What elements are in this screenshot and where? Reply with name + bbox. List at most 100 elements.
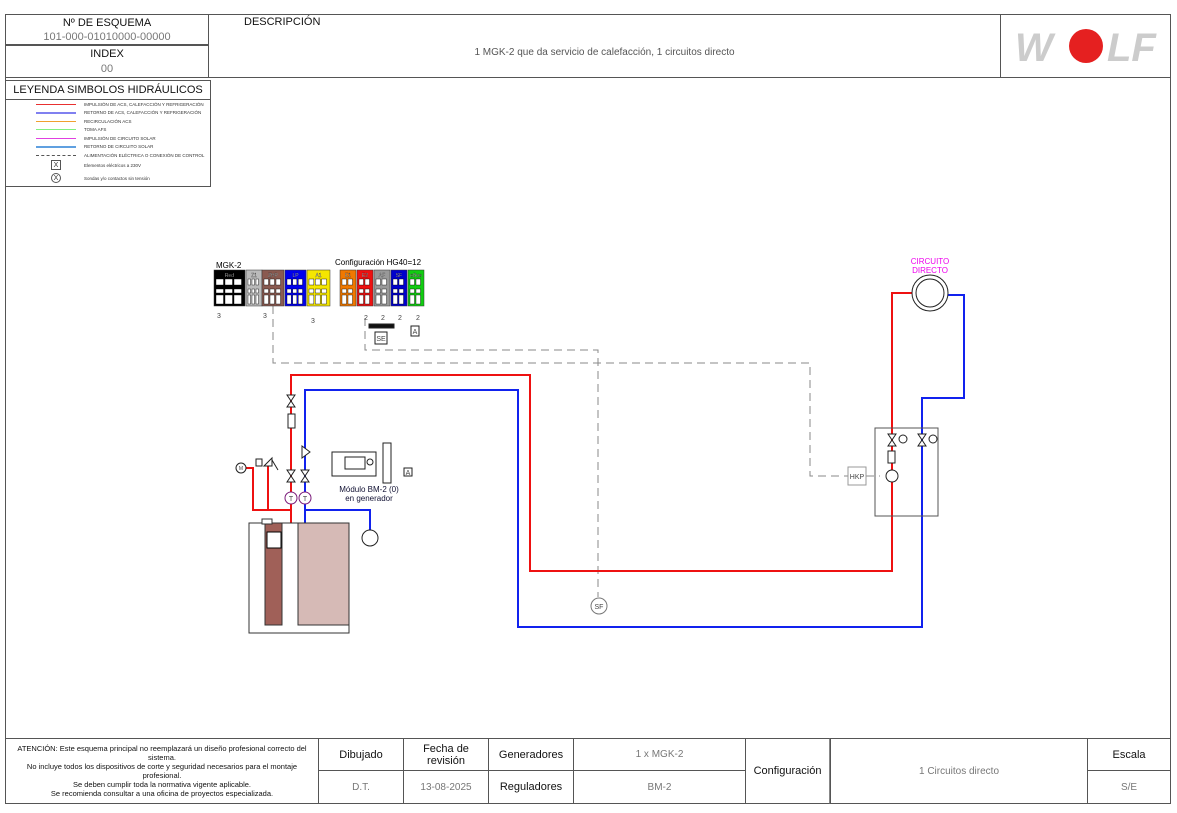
strainer-icon bbox=[301, 445, 311, 459]
valve-icon bbox=[917, 433, 927, 447]
pump-icon bbox=[885, 469, 899, 483]
wire-count: 3 bbox=[311, 318, 315, 325]
mgk-label: MGK-2 bbox=[216, 261, 242, 270]
regulators-label: Reguladores bbox=[488, 770, 574, 804]
regulators-value: BM-2 bbox=[573, 770, 746, 804]
thermometer-icon bbox=[284, 491, 298, 505]
a-label: A bbox=[413, 329, 418, 336]
scale-label: Escala bbox=[1087, 738, 1171, 771]
se-box bbox=[374, 331, 388, 345]
circle-x-icon: X bbox=[51, 173, 61, 183]
legend-item: RETORNO DE ACS, CALEFACCIÓN Y REFRIGERAC… bbox=[36, 110, 201, 115]
thermometer-icon bbox=[928, 434, 938, 444]
legend-title: LEYENDA SIMBOLOS HIDRÁULICOS bbox=[6, 81, 210, 100]
svg-text:A1: A1 bbox=[315, 273, 321, 279]
notice-line: Se deben cumplir toda la normativa vigen… bbox=[72, 780, 252, 789]
expansion-vessel-icon bbox=[361, 529, 379, 547]
a-label: A bbox=[406, 470, 411, 477]
generators-label: Generadores bbox=[488, 738, 574, 771]
terminal-block-sf: SF bbox=[390, 269, 408, 307]
circuit-label: DIRECTO bbox=[912, 266, 948, 275]
terminal-block-af: AF bbox=[373, 269, 391, 307]
legend-item: TOMA AFS bbox=[36, 127, 106, 132]
wire-count: 2 bbox=[416, 315, 420, 322]
svg-text:LF: LF bbox=[1107, 26, 1157, 67]
pump-group-box bbox=[874, 427, 939, 517]
a-box bbox=[403, 467, 413, 477]
config-label: Configuración bbox=[745, 738, 831, 804]
se-label: SE bbox=[376, 336, 386, 343]
module-label: Módulo BM-2 (0) bbox=[339, 485, 399, 494]
a-box bbox=[410, 325, 420, 337]
svg-text:E2: E2 bbox=[362, 273, 368, 279]
notice-line: No incluye todos los dispositivos de cor… bbox=[26, 762, 298, 780]
drawn-value: D.T. bbox=[318, 770, 404, 804]
config-label: Configuración HG40=12 bbox=[335, 258, 422, 267]
logo-box: W LF bbox=[1000, 14, 1171, 78]
svg-text:LP: LP bbox=[292, 273, 299, 279]
svg-text:Z1: Z1 bbox=[251, 273, 257, 279]
wire-count: 2 bbox=[364, 315, 368, 322]
module-label: en generador bbox=[345, 494, 393, 503]
notice-line: Se recomienda consultar a una oficina de… bbox=[50, 789, 274, 798]
safety-valve-icon bbox=[255, 456, 279, 471]
thermometer-icon bbox=[898, 434, 908, 444]
check-valve-icon bbox=[887, 450, 896, 464]
circuit-label: CIRCUITO bbox=[911, 257, 950, 266]
terminal-block-z1: Z1 bbox=[245, 269, 263, 307]
scale-value: S/E bbox=[1087, 770, 1171, 804]
svg-text:E1: E1 bbox=[345, 273, 351, 279]
terminal-block-lp: LP bbox=[284, 269, 307, 307]
description-label: DESCRIPCIÓN bbox=[244, 16, 321, 28]
check-valve-icon bbox=[287, 413, 296, 429]
terminal-block-e1: E1 bbox=[339, 269, 357, 307]
valve-icon bbox=[300, 469, 310, 483]
valve-icon bbox=[286, 469, 296, 483]
config-value: 1 Circuitos directo bbox=[830, 738, 1088, 804]
notice-box: ATENCIÓN: Este esquema principal no reem… bbox=[5, 738, 319, 804]
svg-text:ZHP: ZHP bbox=[268, 273, 279, 279]
legend-item: RETORNO DE CIRCUITO SOLAR bbox=[36, 144, 153, 149]
legend-item: IMPULSIÓN DE CIRCUITO SOLAR bbox=[36, 136, 156, 141]
svg-text:Red: Red bbox=[225, 273, 234, 279]
svg-text:AF: AF bbox=[379, 273, 385, 279]
return-pipe bbox=[304, 294, 965, 628]
sf-sensor bbox=[590, 597, 608, 615]
box-x-icon: X bbox=[51, 160, 61, 170]
legend-item: RECIRCULACIÓN ACS bbox=[36, 119, 132, 124]
wire-count: 2 bbox=[381, 315, 385, 322]
date-label: Fecha de revisión bbox=[403, 738, 489, 771]
terminal-block-a1: A1 bbox=[306, 269, 331, 307]
wire-count: 3 bbox=[263, 313, 267, 320]
wire-count: 2 bbox=[398, 315, 402, 322]
legend-item: ALIMENTACIÓN ELÉCTRICA O CONEXIÓN DE CON… bbox=[36, 153, 204, 158]
wire-count: 3 bbox=[217, 313, 221, 320]
thermometer-icon bbox=[298, 491, 312, 505]
hkp-label: HKP bbox=[850, 474, 865, 481]
legend-box: LEYENDA SIMBOLOS HIDRÁULICOS IMPULSIÓN D… bbox=[5, 80, 211, 187]
terminal-block-red: Red bbox=[213, 269, 246, 307]
valve-icon bbox=[887, 433, 897, 447]
legend-item: IMPULSIÓN DE ACS, CALEFACCIÓN Y REFRIGER… bbox=[36, 102, 204, 107]
terminal-block-ebus: eBus bbox=[407, 269, 425, 307]
valve-icon bbox=[286, 394, 296, 408]
drawn-label: Dibujado bbox=[318, 738, 404, 771]
wolf-logo: W LF bbox=[1015, 26, 1157, 67]
svg-text:SF: SF bbox=[396, 273, 402, 279]
terminal-block-zhp: ZHP bbox=[261, 269, 285, 307]
thermometer-label: T bbox=[303, 496, 308, 503]
svg-text:eBus: eBus bbox=[410, 273, 422, 279]
notice-line: ATENCIÓN: Este esquema principal no reem… bbox=[17, 744, 307, 762]
sf-label: SF bbox=[595, 604, 604, 611]
generators-value: 1 x MGK-2 bbox=[573, 738, 746, 771]
hkp-box bbox=[847, 466, 867, 486]
motor-icon bbox=[235, 462, 247, 474]
thermometer-label: T bbox=[289, 496, 294, 503]
description-value: 1 MGK-2 que da servicio de calefacción, … bbox=[474, 47, 735, 58]
control-wiring bbox=[272, 306, 880, 597]
terminal-block-e2: E2 bbox=[356, 269, 374, 307]
supply-pipe bbox=[246, 292, 912, 572]
